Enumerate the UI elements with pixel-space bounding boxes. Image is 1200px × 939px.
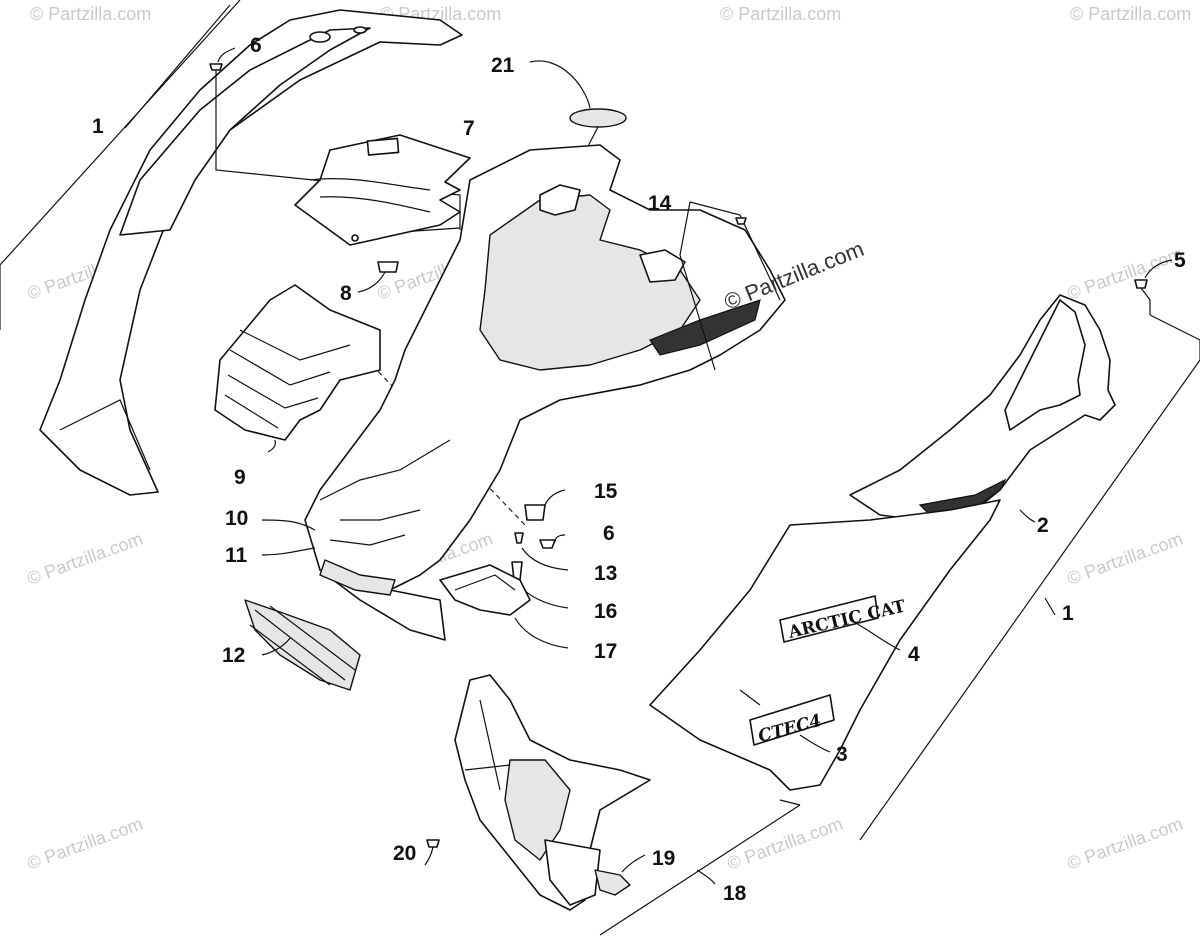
windshield-plate[interactable] <box>294 134 471 246</box>
bracket-18 <box>599 799 801 936</box>
callout-5: 5 <box>1174 249 1186 272</box>
bracket-left-panel <box>0 0 241 330</box>
watermark: © Partzilla.com <box>25 813 146 873</box>
callout-16: 16 <box>594 600 617 623</box>
rivet-20[interactable] <box>424 839 440 866</box>
clip-8[interactable] <box>357 261 399 293</box>
callout-11: 11 <box>225 544 248 567</box>
callout-17: 17 <box>594 640 617 663</box>
callout-3: 3 <box>836 743 848 766</box>
callout-14: 14 <box>648 192 672 215</box>
watermark: © Partzilla.com <box>30 4 151 24</box>
left-side-panel[interactable] <box>39 9 463 496</box>
right-side-panel[interactable] <box>849 294 1116 523</box>
rivet-top[interactable] <box>209 47 236 105</box>
callout-layer: 1 6 21 7 14 8 5 9 15 10 6 2 11 13 16 1 1… <box>92 34 1186 905</box>
rivet-14[interactable] <box>679 201 781 371</box>
hardware-cluster[interactable] <box>439 489 569 649</box>
watermark: © Partzilla.com <box>1070 4 1191 24</box>
watermark: © Partzilla.com <box>1065 528 1186 588</box>
callout-9: 9 <box>234 466 246 489</box>
callout-1: 1 <box>92 115 104 138</box>
bracket-right-panel <box>859 314 1200 841</box>
callout-19: 19 <box>652 847 675 870</box>
callout-1b: 1 <box>1062 602 1074 625</box>
callout-18: 18 <box>723 882 747 905</box>
watermark: © Partzilla.com <box>25 528 146 588</box>
rivet-5[interactable] <box>1134 259 1173 315</box>
callout-10: 10 <box>225 507 248 530</box>
right-lower-panel[interactable]: ARCTIC CAT CTEC4 <box>649 499 1001 791</box>
callout-15: 15 <box>594 480 618 503</box>
callout-21: 21 <box>491 54 515 77</box>
lower-insert[interactable] <box>594 854 646 896</box>
callout-6b: 6 <box>603 522 615 545</box>
callout-7: 7 <box>463 117 475 140</box>
front-hood[interactable] <box>261 144 786 641</box>
grille-insert[interactable] <box>214 284 381 453</box>
watermark: © Partzilla.com <box>720 4 841 24</box>
lower-nose[interactable] <box>454 674 651 911</box>
watermark: © Partzilla.com <box>1065 813 1186 873</box>
callout-2: 2 <box>1037 514 1049 537</box>
callout-20: 20 <box>393 842 416 865</box>
callout-4: 4 <box>908 643 920 666</box>
watermark: © Partzilla.com <box>1065 243 1186 303</box>
watermark: © Partzilla.com <box>725 813 846 873</box>
callout-8: 8 <box>340 282 352 305</box>
callout-12: 12 <box>222 644 245 667</box>
mesh-screen[interactable] <box>244 599 361 691</box>
callout-13: 13 <box>594 562 617 585</box>
callout-6: 6 <box>250 34 262 57</box>
